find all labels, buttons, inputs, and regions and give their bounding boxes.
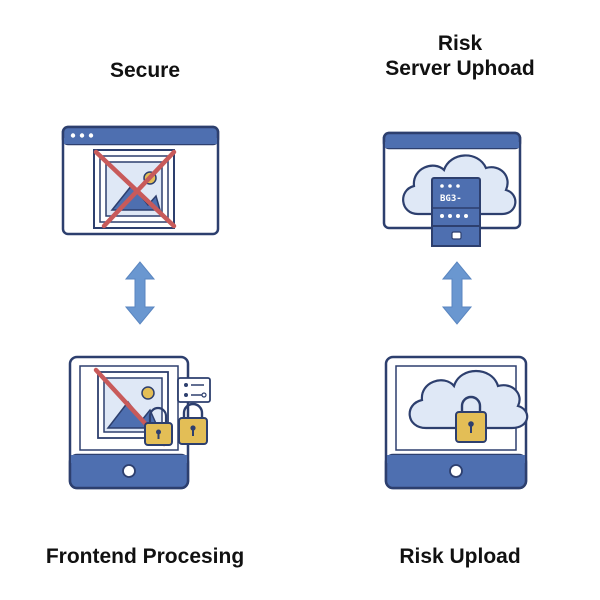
server-text: BG3- xyxy=(440,194,462,204)
lock-icon xyxy=(178,402,208,445)
double-arrow-icon xyxy=(441,261,473,325)
browser-window-icon xyxy=(61,125,220,236)
window-dot-icon xyxy=(79,133,85,138)
risk-server-upload-label: Risk Server Uphoad xyxy=(330,31,590,81)
cloud-icon xyxy=(408,370,529,430)
home-button-icon xyxy=(449,464,463,478)
double-arrow-icon xyxy=(124,261,156,325)
risk-server-upload-label-line1: Risk xyxy=(437,32,483,55)
cross-icon xyxy=(93,149,177,229)
home-button-icon xyxy=(122,464,136,478)
window-dot-icon xyxy=(88,133,94,138)
window-dot-icon xyxy=(70,133,76,138)
lock-icon xyxy=(455,395,487,443)
risk-server-upload-label-line2: Server Uphoad xyxy=(385,57,535,81)
server-icon: BG3- xyxy=(431,177,481,247)
cloud-server-window-icon: BG3- xyxy=(382,131,522,247)
frontend-processing-label: Frontend Procesing xyxy=(45,545,245,568)
key-panel-icon xyxy=(177,377,211,403)
risk-upload-label: Risk Upload xyxy=(399,545,521,568)
tablet-icon xyxy=(384,355,529,490)
tablet-icon xyxy=(68,355,211,490)
secure-label: Secure xyxy=(109,59,181,82)
lock-icon xyxy=(144,406,173,446)
